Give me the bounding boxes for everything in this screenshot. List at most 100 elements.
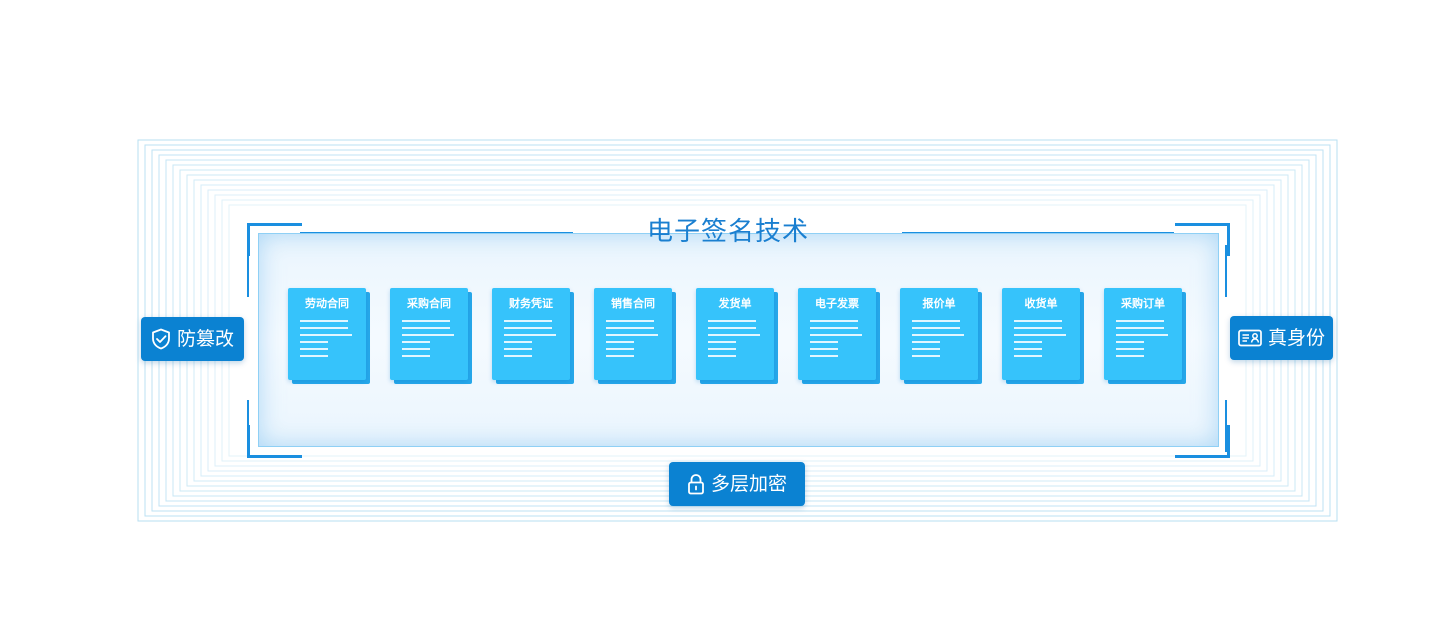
diagram-title: 电子签名技术 [646,217,809,247]
feature-label-multi-layer-encryption: 多层加密 [710,473,787,495]
feature-badge-multi-layer-encryption: 多层加密 [669,462,805,506]
document-text-line [810,334,862,336]
document-card-label: 电子发票 [815,297,859,310]
document-text-line [606,348,634,350]
document-text-line [606,355,634,357]
frame-ring [137,139,1338,522]
document-card-front-sheet: 采购合同 [390,288,468,380]
document-card: 采购合同 [390,288,472,384]
document-text-line [810,341,838,343]
document-card-label: 报价单 [922,297,956,310]
document-text-line [402,320,450,322]
document-card-front-sheet: 劳动合同 [288,288,366,380]
document-card-label: 销售合同 [611,297,655,310]
document-text-line [1014,348,1042,350]
document-text-line [912,348,940,350]
document-text-line [810,355,838,357]
document-text-line [606,320,654,322]
document-text-line [504,355,532,357]
document-text-line [912,320,960,322]
document-text-line [1116,320,1164,322]
document-card-label: 财务凭证 [509,297,553,310]
frame-corner-top-left [247,223,302,256]
document-text-line [912,327,960,329]
document-text-line [912,334,964,336]
document-text-line [1014,355,1042,357]
document-card-label: 采购合同 [407,297,451,310]
document-text-line [300,348,328,350]
document-text-line [402,334,454,336]
document-text-line [402,341,430,343]
document-text-line [708,348,736,350]
document-card: 采购订单 [1104,288,1186,384]
document-card: 电子发票 [798,288,880,384]
document-text-line [1116,348,1144,350]
document-text-line [708,327,756,329]
document-text-line [300,334,352,336]
document-card-front-sheet: 报价单 [900,288,978,380]
document-text-line [606,341,634,343]
document-card-label: 发货单 [718,297,752,310]
document-text-line [1116,334,1168,336]
document-text-line [1014,327,1062,329]
frame-tick-left-top [247,245,249,297]
document-text-line [402,327,450,329]
feature-badge-real-identity: 真身份 [1230,316,1333,360]
frame-corner-bottom-left [247,425,302,458]
frame-tick-right-bottom [1225,400,1227,452]
document-text-line [912,355,940,357]
feature-label-real-identity: 真身份 [1267,327,1325,349]
document-card-front-sheet: 收货单 [1002,288,1080,380]
document-text-line [1116,327,1164,329]
document-text-line [402,355,430,357]
lock-icon [687,473,705,495]
document-text-line [810,327,858,329]
document-text-line [1014,320,1062,322]
document-row: 劳动合同 采购合同 财务凭证 销售合同 发货单 电子发票 报价单 收货单 采购订单 [288,288,1188,388]
document-text-line [912,341,940,343]
document-card-front-sheet: 销售合同 [594,288,672,380]
document-text-line [708,355,736,357]
document-text-line [504,320,552,322]
document-card-label: 收货单 [1024,297,1058,310]
document-text-line [504,348,532,350]
document-text-line [300,320,348,322]
document-card-front-sheet: 财务凭证 [492,288,570,380]
document-text-line [300,341,328,343]
document-text-line [708,334,760,336]
document-text-line [810,348,838,350]
document-text-line [504,341,532,343]
document-card-label: 采购订单 [1121,297,1165,310]
document-card: 报价单 [900,288,982,384]
document-text-line [1014,341,1042,343]
document-card: 劳动合同 [288,288,370,384]
document-card-front-sheet: 电子发票 [798,288,876,380]
document-text-line [504,327,552,329]
document-text-line [810,320,858,322]
document-text-line [708,320,756,322]
document-card-label: 劳动合同 [305,297,349,310]
document-card: 收货单 [1002,288,1084,384]
document-text-line [1014,334,1066,336]
document-text-line [300,327,348,329]
document-text-line [300,355,328,357]
frame-corner-bottom-right [1175,425,1230,458]
document-text-line [1116,341,1144,343]
document-text-line [606,334,658,336]
id-card-icon [1238,329,1262,347]
shield-check-icon [151,328,171,350]
document-card: 发货单 [696,288,778,384]
title-line-right [902,232,1174,233]
frame-tick-right-top [1225,245,1227,297]
document-text-line [504,334,556,336]
document-text-line [708,341,736,343]
document-card-front-sheet: 发货单 [696,288,774,380]
frame-corner-top-right [1175,223,1230,256]
document-card-front-sheet: 采购订单 [1104,288,1182,380]
document-text-line [606,327,654,329]
title-line-left [300,232,573,233]
feature-badge-tamper-proof: 防篡改 [141,317,244,361]
document-text-line [1116,355,1144,357]
document-card: 销售合同 [594,288,676,384]
